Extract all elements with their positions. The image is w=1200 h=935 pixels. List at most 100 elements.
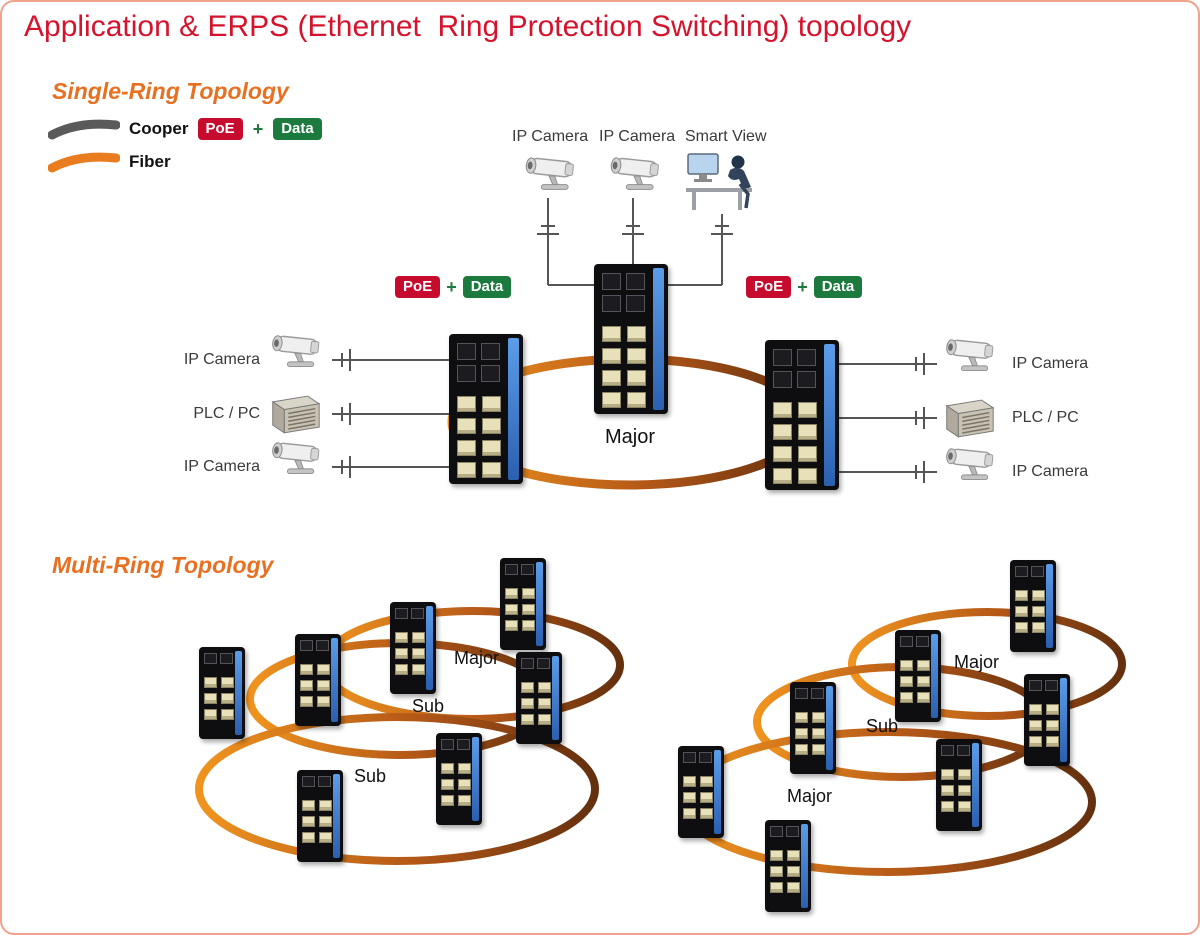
switch-front-stripe [426, 606, 433, 690]
switch-front-stripe [1046, 564, 1053, 648]
left-cluster-sub-label-2: Sub [354, 766, 387, 786]
rj45-ports [773, 402, 817, 484]
switch-front-stripe [714, 750, 721, 834]
switch-node [199, 647, 245, 739]
ip-camera-icon [264, 437, 324, 482]
right-device-label-2: PLC / PC [1012, 409, 1079, 426]
switch-front-stripe [331, 638, 338, 722]
page-title: Application & ERPS (Ethernet Ring Protec… [24, 10, 912, 43]
legend-plus-sign: + [252, 118, 264, 139]
top-device-label-3: Smart View [685, 128, 767, 145]
switch-node [500, 558, 546, 650]
single-ring-heading: Single-Ring Topology [52, 78, 289, 104]
plc-pc-icon [939, 394, 999, 441]
fiber-label: Fiber [129, 152, 171, 171]
switch-front-stripe [972, 743, 979, 827]
sfp-ports [395, 608, 424, 619]
rj45-ports [505, 588, 535, 631]
top-device-label-1: IP Camera [512, 128, 589, 145]
rj45-ports [300, 664, 330, 707]
poe-data-badges-right: PoE + Data [746, 276, 863, 298]
rj45-ports [395, 632, 425, 675]
plc-pc-icon [265, 390, 325, 437]
sfp-ports [1029, 680, 1058, 691]
sfp-ports [302, 776, 331, 787]
fiber-line-swatch [48, 152, 120, 173]
switch-front-stripe [536, 562, 543, 646]
multi-ring-heading: Multi-Ring Topology [52, 552, 274, 578]
right-device-label-3: IP Camera [1012, 463, 1089, 480]
ip-camera-icon [602, 152, 664, 198]
legend-data-badge: Data [273, 118, 322, 140]
sfp-ports [300, 640, 329, 651]
left-cluster-sub-label-1: Sub [412, 696, 445, 716]
legend-cooper-row: Cooper PoE + Data [48, 117, 322, 141]
rj45-ports [302, 800, 332, 843]
switch-node [295, 634, 341, 726]
sfp-ports [441, 739, 470, 750]
sfp-ports [204, 653, 233, 664]
switch-front-stripe [508, 338, 519, 480]
sfp-ports [1015, 566, 1044, 577]
rj45-ports [900, 660, 930, 703]
switch-front-stripe [1060, 678, 1067, 762]
poe-badge: PoE [746, 276, 792, 298]
switch-front-stripe [333, 774, 340, 858]
rj45-ports [1015, 590, 1045, 633]
legend-poe-badge: PoE [197, 118, 243, 140]
top-device-label-2: IP Camera [599, 128, 676, 145]
right-major-ring-top [848, 608, 1126, 720]
data-badge: Data [462, 276, 512, 298]
left-device-label-1: IP Camera [183, 351, 260, 368]
ip-camera-icon [938, 443, 998, 488]
switch-node [390, 602, 436, 694]
left-sub-ring-2 [195, 713, 599, 865]
switch-node [516, 652, 562, 744]
rj45-ports [683, 776, 713, 819]
rj45-ports [204, 677, 234, 720]
ethernet-switch-center [594, 264, 668, 414]
sfp-ports [505, 564, 534, 575]
left-cluster-major-label: Major [454, 648, 500, 668]
ip-camera-icon [517, 152, 579, 198]
data-badge: Data [813, 276, 863, 298]
rj45-ports [521, 682, 551, 725]
switch-front-stripe [472, 737, 479, 821]
cooper-label: Cooper [129, 119, 189, 138]
plus-sign: + [446, 276, 457, 297]
switch-front-stripe [931, 634, 938, 718]
switch-node [790, 682, 836, 774]
right-cluster-major-bottom-label: Major [787, 786, 833, 806]
ip-camera-icon [938, 334, 998, 379]
plus-sign: + [797, 276, 808, 297]
rj45-ports [1029, 704, 1059, 747]
switch-front-stripe [552, 656, 559, 740]
rj45-ports [457, 396, 501, 478]
rj45-ports [602, 326, 646, 408]
switch-node [936, 739, 982, 831]
switch-node [297, 770, 343, 862]
ethernet-switch-right [765, 340, 839, 490]
rj45-ports [770, 850, 800, 893]
sfp-ports [900, 636, 929, 647]
switch-node [1024, 674, 1070, 766]
copper-line-swatch [48, 119, 120, 140]
sfp-ports [795, 688, 824, 699]
switch-node [678, 746, 724, 838]
sfp-ports [770, 826, 799, 837]
left-device-label-2: PLC / PC [193, 405, 260, 422]
right-cluster-major-top-label: Major [954, 652, 1000, 672]
copper-cable-lines [332, 198, 937, 473]
poe-data-badges-left: PoE + Data [395, 276, 512, 298]
sfp-ports [683, 752, 712, 763]
smart-view-workstation-icon [682, 150, 766, 214]
switch-node [765, 820, 811, 912]
switch-front-stripe [824, 344, 835, 486]
rj45-ports [941, 769, 971, 812]
sfp-ports [457, 343, 500, 382]
switch-front-stripe [801, 824, 808, 908]
sfp-ports [602, 273, 645, 312]
left-device-label-3: IP Camera [183, 458, 260, 475]
